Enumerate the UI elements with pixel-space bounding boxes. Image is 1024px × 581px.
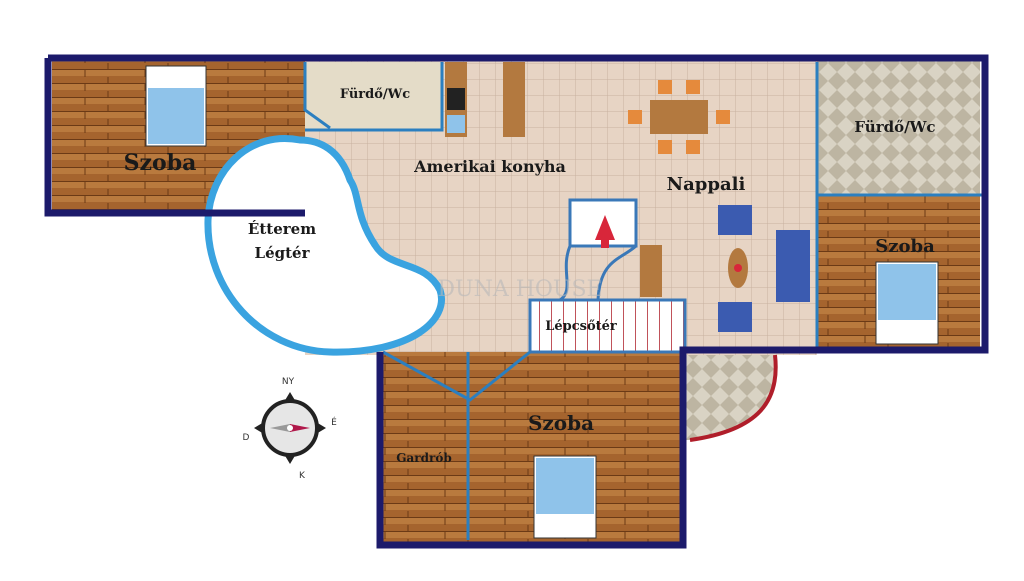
floor-balcony <box>683 355 776 440</box>
floor-szoba-bottom <box>383 352 683 544</box>
room-label-konyha: Amerikai konyha <box>413 157 566 176</box>
inner-walls <box>303 62 982 540</box>
compass-label-east: É <box>331 416 337 428</box>
outer-walls <box>44 54 989 549</box>
room-label-legter: Légtér <box>255 244 311 262</box>
kitchen-island <box>503 62 525 137</box>
bed-icon <box>875 261 939 345</box>
watermark-logo: DUNA HOUSE <box>437 277 602 302</box>
compass-needle-icon <box>290 424 310 432</box>
room-label-szoba-bottom: Szoba <box>528 411 594 435</box>
room-label-lepcsoter: Lépcsőtér <box>545 319 617 334</box>
room-label-etterem: Étterem <box>248 220 316 238</box>
floor-furdo-right <box>817 60 980 195</box>
sink-icon <box>447 115 465 133</box>
room-label-gardrob: Gardrób <box>396 451 451 465</box>
floor-furdo-top <box>305 62 442 130</box>
stair-outline <box>559 244 637 302</box>
room-label-szoba-right: Szoba <box>875 236 935 257</box>
bed-icon <box>533 455 597 539</box>
bed-icon <box>145 65 207 147</box>
stove-icon <box>447 88 465 110</box>
compass-label-west: D <box>243 433 250 443</box>
room-label-furdo-right: Fürdő/Wc <box>854 118 935 136</box>
compass-label-south: K <box>299 471 306 481</box>
compass-icon: NY É D K <box>243 377 338 481</box>
shelf <box>640 245 662 297</box>
room-label-nappali: Nappali <box>667 174 746 195</box>
balcony-rail <box>689 354 778 442</box>
room-label-szoba-left: Szoba <box>124 150 197 176</box>
living-room-furniture <box>718 205 810 332</box>
compass-label-north: NY <box>282 377 295 387</box>
stair-lower <box>528 298 687 354</box>
room-label-furdo-top: Fürdő/Wc <box>340 87 410 102</box>
dining-table <box>628 80 730 154</box>
stair-arrow-icon <box>595 215 615 248</box>
